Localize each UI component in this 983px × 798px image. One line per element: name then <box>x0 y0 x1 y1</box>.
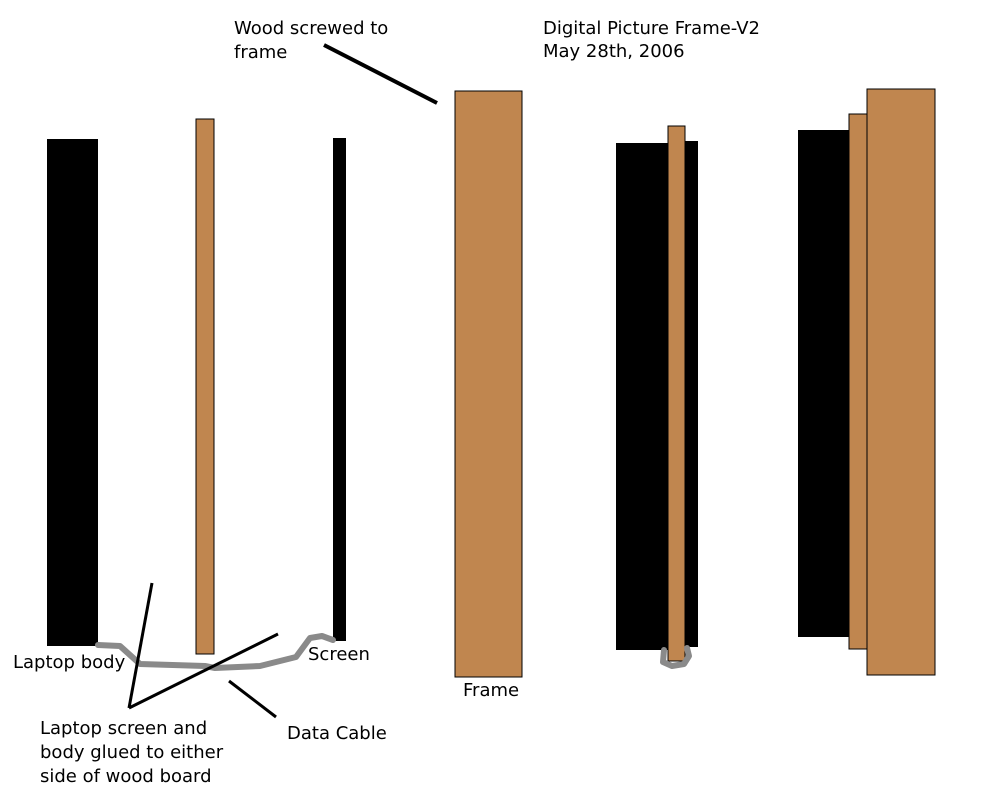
assembled-wood-board <box>667 125 686 662</box>
laptop-body-label: Laptop body <box>13 652 126 673</box>
data-cable-exploded <box>95 633 336 671</box>
frame-label: Frame <box>463 680 519 701</box>
diagram-date: May 28th, 2006 <box>543 41 685 62</box>
glued-pointer-1 <box>127 582 154 709</box>
glued-pointer-2 <box>128 632 279 710</box>
final-frame <box>866 88 936 676</box>
data-cable-label: Data Cable <box>287 723 387 744</box>
wood-screwed-pointer <box>323 43 438 105</box>
frame-part <box>454 90 523 678</box>
wood-board-part <box>195 118 215 655</box>
screen-label: Screen <box>308 644 370 665</box>
wood-screwed-label-line1: Wood screwed to <box>234 18 388 39</box>
laptop-screen-part <box>333 138 346 641</box>
glued-note-line3: side of wood board <box>40 766 212 787</box>
assembled-laptop-screen <box>684 141 698 647</box>
diagram-title: Digital Picture Frame-V2 <box>543 18 760 39</box>
glued-note-line1: Laptop screen and <box>40 718 207 739</box>
assembled-data-cable <box>660 645 692 669</box>
glued-note-line2: body glued to either <box>40 742 224 763</box>
data-cable-pointer <box>228 679 277 719</box>
final-wood-board <box>848 113 868 650</box>
laptop-body-part <box>47 139 98 646</box>
wood-screwed-label-line2: frame <box>234 42 287 63</box>
final-laptop <box>798 130 851 637</box>
assembled-laptop-body <box>616 143 668 650</box>
